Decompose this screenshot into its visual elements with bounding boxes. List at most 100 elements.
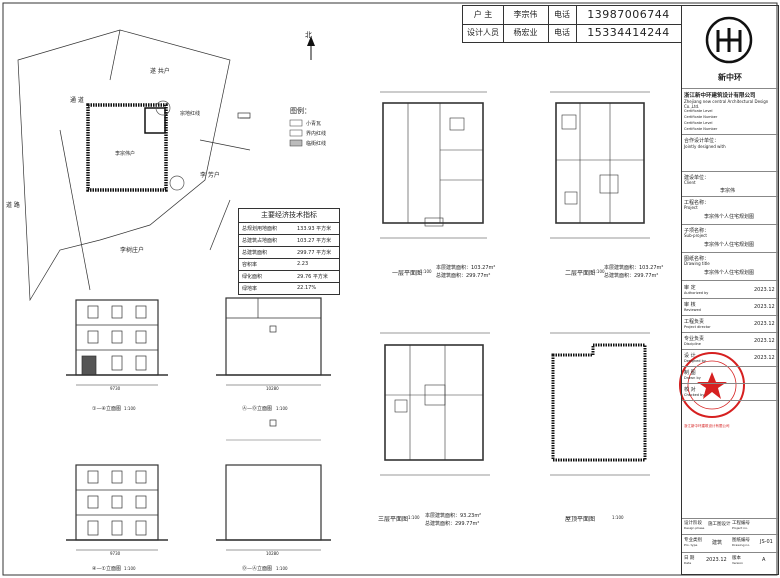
role-en: Authorized by xyxy=(684,291,709,295)
plan-scale-3: 1:100 xyxy=(408,515,420,520)
owner-label: 户 主 xyxy=(463,6,504,24)
plan-floor1 xyxy=(380,91,487,239)
date-label: 日 期 xyxy=(684,556,695,561)
plan-scale-4: 1:100 xyxy=(612,515,624,520)
role-date: 2023.12 xyxy=(754,355,775,361)
role-date: 2023.12 xyxy=(754,338,775,344)
cert-line: Certificate Level xyxy=(684,121,713,125)
elevation-dim-3: 9730 xyxy=(110,551,121,556)
elevation-title-2: Ⓐ—Ⓓ立面图 xyxy=(242,406,273,412)
role-en: Designed by xyxy=(684,359,706,363)
cooperation-en: Jointly designed with xyxy=(684,144,726,149)
plan-scale-2: 1:100 xyxy=(593,269,605,274)
elevation-title-4: Ⓓ—Ⓐ立面图 xyxy=(242,566,273,572)
drawing-no-value: JS-01 xyxy=(760,539,773,545)
cert-line: Certificate Number xyxy=(684,115,718,119)
phone-1: 13987006744 xyxy=(587,8,670,21)
role-date: 2023.12 xyxy=(754,287,775,293)
cert-line: Certificate Level xyxy=(684,109,713,113)
tech-row-value: 22.17% xyxy=(297,285,317,291)
neighbor-top-label: 遂 共户 xyxy=(150,68,170,75)
company-name-en: Zhejiang new central Architectural Desig… xyxy=(684,99,769,109)
elevation-1 xyxy=(66,299,168,386)
client-en: Client xyxy=(684,180,696,185)
elevation-3 xyxy=(66,464,168,551)
elevation-scale-1: 1:100 xyxy=(124,406,136,411)
role-en: Checked by xyxy=(684,393,705,397)
plan-area-2: 本层建筑面积：103.27m² xyxy=(604,265,664,271)
legend-item-3: 临街红线 xyxy=(306,141,327,147)
designer-label: 设计人员 xyxy=(463,24,504,42)
tech-row-key: 绿化面积 xyxy=(242,274,263,280)
tech-row-value: 133.93 平方米 xyxy=(297,226,332,232)
project-label: 工程名称： xyxy=(684,200,710,206)
tech-row-value: 103.27 平方米 xyxy=(297,238,332,244)
role-cn: 审 定 xyxy=(684,285,696,291)
role-cn: 校 对 xyxy=(684,387,696,393)
stage-en: Design phase xyxy=(684,526,705,530)
subproject-value: 李宗伟个人住宅规划图 xyxy=(704,242,755,248)
elevation-4 xyxy=(216,419,331,551)
date-en: Date xyxy=(684,561,692,565)
drawing-title-value: 李宗伟个人住宅规划图 xyxy=(704,270,755,276)
tech-row-value: 299.77 平方米 xyxy=(297,250,332,256)
designer-value: 杨宏业 xyxy=(503,24,549,42)
plan-roof xyxy=(550,332,650,476)
drawing-no-label: 图纸编号 xyxy=(732,538,750,543)
neighbor-right-label: 李 芳户 xyxy=(200,172,220,179)
elevation-scale-3: 1:100 xyxy=(124,566,136,571)
plan-area-1: 本层建筑面积：103.27m² xyxy=(436,265,496,271)
company-logo-icon xyxy=(705,16,753,64)
phone-2: 15334414244 xyxy=(587,26,670,39)
discipline-value: 建筑 xyxy=(712,540,723,546)
phone-label-2: 电话 xyxy=(548,24,577,42)
tech-row-key: 绿地率 xyxy=(242,286,258,292)
legend-item-1: 小青瓦 xyxy=(306,121,322,127)
road-label: 道 路 xyxy=(6,202,20,209)
elevation-dim-4: 10280 xyxy=(266,551,279,556)
neighbor-bottom-label: 李树庄户 xyxy=(120,247,145,254)
plan-floor3 xyxy=(380,332,490,476)
cert-line: Certificate Number xyxy=(684,127,718,131)
north-label: 北 xyxy=(305,31,312,39)
tech-row-key: 总规划用地面积 xyxy=(242,226,278,232)
project-value: 李宗伟个人住宅规划图 xyxy=(704,214,755,220)
plan-title-4: 屋顶平面图 xyxy=(565,516,596,523)
role-en: Project director xyxy=(684,325,711,329)
version-en: Version xyxy=(732,561,744,565)
drawing-title-label: 图纸名称： xyxy=(684,256,710,262)
role-cn: 专业负责 xyxy=(684,336,705,342)
plan-title-2: 二层平面图 xyxy=(565,270,596,277)
tech-row-key: 总建筑占地面积 xyxy=(242,238,278,244)
legend-item-2: 界内红线 xyxy=(306,131,327,137)
role-en: Discipline xyxy=(684,342,701,346)
seal-caption: 浙江新中环建筑设计有限公司 xyxy=(684,424,730,428)
client-label: 建设单位： xyxy=(684,175,710,181)
role-date: 2023.12 xyxy=(754,321,775,327)
stage-label: 设计阶段 xyxy=(684,521,702,526)
company-seal xyxy=(679,352,745,418)
drawing-title-en: Drawing title xyxy=(684,261,710,266)
discipline-label: 专业类别 xyxy=(684,538,702,543)
tech-row-key: 总建筑面积 xyxy=(242,250,268,256)
project-no-en: Project no. xyxy=(732,526,748,530)
site-plan xyxy=(17,29,315,302)
elevation-dim-1: 9730 xyxy=(110,386,121,391)
version-value: A xyxy=(762,557,766,563)
plan-title-1: 一层平面图 xyxy=(392,270,423,277)
plan-title-3: 三层平面图 xyxy=(378,516,409,523)
elevation-2 xyxy=(216,297,331,386)
owner-value: 李宗伟 xyxy=(503,6,549,24)
role-en: Drawn by xyxy=(684,376,701,380)
version-label: 版本 xyxy=(732,556,741,561)
project-en: Project xyxy=(684,205,698,210)
elevation-title-3: ④—①立面图 xyxy=(92,566,121,572)
plan-area-3: 本层建筑面积：93.23m² xyxy=(425,513,482,519)
role-en: Reviewed xyxy=(684,308,701,312)
project-no-label: 工程编号 xyxy=(732,521,750,526)
plan-floor2 xyxy=(550,91,650,239)
